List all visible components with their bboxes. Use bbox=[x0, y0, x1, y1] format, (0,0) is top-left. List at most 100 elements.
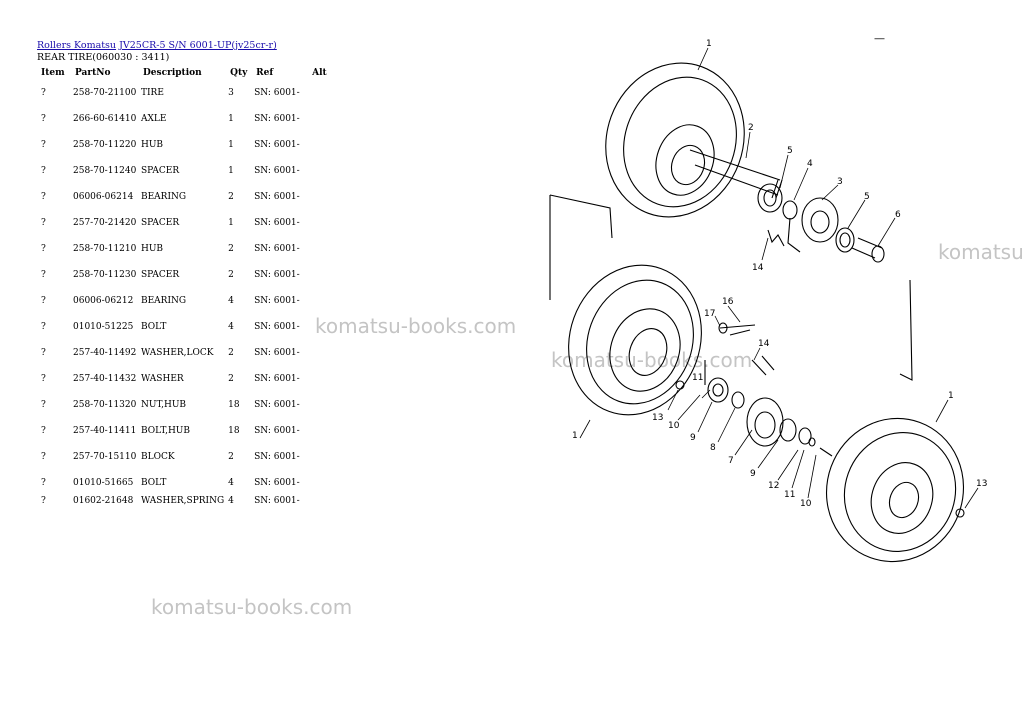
upper-tire-drawing bbox=[605, 62, 783, 218]
cell-description: HUB bbox=[141, 244, 164, 254]
cell-description: HUB bbox=[141, 140, 164, 150]
cell-ref: SN: 6001- bbox=[254, 218, 300, 228]
middle-tire-drawing bbox=[568, 264, 702, 416]
callout-leaders bbox=[579, 47, 979, 509]
cell-description: BEARING bbox=[141, 296, 187, 306]
cell-alt bbox=[308, 132, 331, 158]
cell-description: BOLT,HUB bbox=[141, 426, 190, 436]
breadcrumb: Rollers Komatsu JV25CR-5 S/N 6001-UP(jv2… bbox=[37, 40, 277, 51]
callout-label: 1 bbox=[572, 431, 578, 441]
upper-hub-parts bbox=[549, 183, 913, 381]
cell-alt bbox=[308, 444, 331, 470]
cell-ref: SN: 6001- bbox=[254, 374, 300, 384]
cell-partno: 01010-51665 bbox=[73, 478, 134, 488]
breadcrumb-link-rollers[interactable]: Rollers Komatsu bbox=[37, 40, 117, 51]
callout-label: 8 bbox=[710, 443, 716, 453]
cell-description: WASHER,SPRING bbox=[141, 496, 225, 506]
watermark: komatsu-books.com bbox=[151, 595, 353, 619]
cell-alt bbox=[308, 496, 331, 510]
callout-label: 4 bbox=[807, 159, 813, 169]
cell-ref: SN: 6001- bbox=[254, 478, 300, 488]
cell-partno: 258-70-11230 bbox=[73, 270, 137, 280]
cell-item: ? bbox=[41, 218, 46, 228]
cell-description: WASHER,LOCK bbox=[141, 348, 214, 358]
callout-label: 14 bbox=[752, 263, 764, 273]
table-row: ? 257-70-21420 SPACER 1 SN: 6001- bbox=[37, 210, 331, 236]
cell-description: BOLT bbox=[141, 322, 167, 332]
corner-mark: — bbox=[874, 32, 885, 45]
cell-qty: 1 bbox=[228, 218, 234, 228]
cell-item: ? bbox=[41, 496, 46, 506]
cell-item: ? bbox=[41, 296, 46, 306]
cell-item: ? bbox=[41, 270, 46, 280]
table-header-row: Item PartNo Description Qty Ref Alt bbox=[37, 66, 331, 80]
cell-partno: 258-70-11320 bbox=[73, 400, 137, 410]
cell-description: SPACER bbox=[141, 218, 180, 228]
breadcrumb-link-model[interactable]: JV25CR-5 S/N 6001-UP(jv25cr-r) bbox=[119, 40, 277, 51]
column-header-alt: Alt bbox=[312, 68, 327, 78]
cell-qty: 1 bbox=[228, 166, 234, 176]
cell-description: BLOCK bbox=[141, 452, 175, 462]
cell-qty: 18 bbox=[228, 400, 240, 410]
column-header-qty: Qty bbox=[230, 68, 248, 78]
callout-label: 17 bbox=[704, 309, 715, 319]
cell-partno: 06006-06212 bbox=[73, 296, 134, 306]
watermark: komatsu-books.com bbox=[551, 348, 753, 372]
callout-label: 12 bbox=[768, 481, 779, 491]
exploded-parts-diagram: 1 2 5 4 3 5 6 14 16 17 14 11 13 10 9 8 7… bbox=[549, 39, 987, 563]
callout-label: 13 bbox=[652, 413, 663, 423]
cell-ref: SN: 6001- bbox=[254, 166, 300, 176]
cell-partno: 01602-21648 bbox=[73, 496, 134, 506]
callout-label: 6 bbox=[895, 210, 901, 220]
callout-label: 14 bbox=[758, 339, 770, 349]
callout-label: 11 bbox=[784, 490, 795, 500]
cell-partno: 258-70-11220 bbox=[73, 140, 137, 150]
cell-alt bbox=[308, 366, 331, 392]
watermark: komatsu bbox=[938, 240, 1024, 264]
cell-partno: 257-70-15110 bbox=[73, 452, 137, 462]
parts-table: Item PartNo Description Qty Ref Alt ?258… bbox=[37, 66, 331, 510]
cell-alt bbox=[308, 210, 331, 236]
cell-ref: SN: 6001- bbox=[254, 348, 300, 358]
callout-label: 9 bbox=[690, 433, 696, 443]
cell-ref: SN: 6001- bbox=[254, 322, 300, 332]
column-header-description: Description bbox=[143, 68, 202, 78]
cell-ref: SN: 6001- bbox=[254, 140, 300, 150]
cell-description: BEARING bbox=[141, 192, 187, 202]
cell-alt bbox=[308, 288, 331, 314]
cell-qty: 2 bbox=[228, 374, 234, 384]
page-subtitle: REAR TIRE(060030 : 3411) bbox=[37, 52, 170, 63]
cell-ref: SN: 6001- bbox=[254, 192, 300, 202]
middle-hub-parts bbox=[704, 322, 833, 457]
cell-partno: 257-70-21420 bbox=[73, 218, 137, 228]
cell-ref: SN: 6001- bbox=[254, 270, 300, 280]
cell-ref: SN: 6001- bbox=[254, 452, 300, 462]
callout-label: 9 bbox=[750, 469, 756, 479]
cell-ref: SN: 6001- bbox=[254, 88, 300, 98]
cell-partno: 01010-51225 bbox=[73, 322, 134, 332]
cell-qty: 2 bbox=[228, 452, 234, 462]
cell-ref: SN: 6001- bbox=[254, 296, 300, 306]
callout-label: 5 bbox=[864, 192, 870, 202]
cell-qty: 4 bbox=[228, 478, 234, 488]
callout-label: 7 bbox=[728, 456, 734, 466]
cell-partno: 257-40-11411 bbox=[73, 426, 137, 436]
cell-item: ? bbox=[41, 374, 46, 384]
callout-label: 3 bbox=[837, 177, 843, 187]
cell-alt bbox=[308, 236, 331, 262]
cell-description: WASHER bbox=[141, 374, 184, 384]
cell-description: BOLT bbox=[141, 478, 167, 488]
callout-label: 2 bbox=[748, 123, 754, 133]
cell-partno: 257-40-11492 bbox=[73, 348, 137, 358]
cell-item: ? bbox=[41, 348, 46, 358]
cell-partno: 258-70-11210 bbox=[73, 244, 137, 254]
cell-description: SPACER bbox=[141, 270, 180, 280]
column-header-item: Item bbox=[41, 68, 65, 78]
cell-qty: 4 bbox=[228, 296, 234, 306]
